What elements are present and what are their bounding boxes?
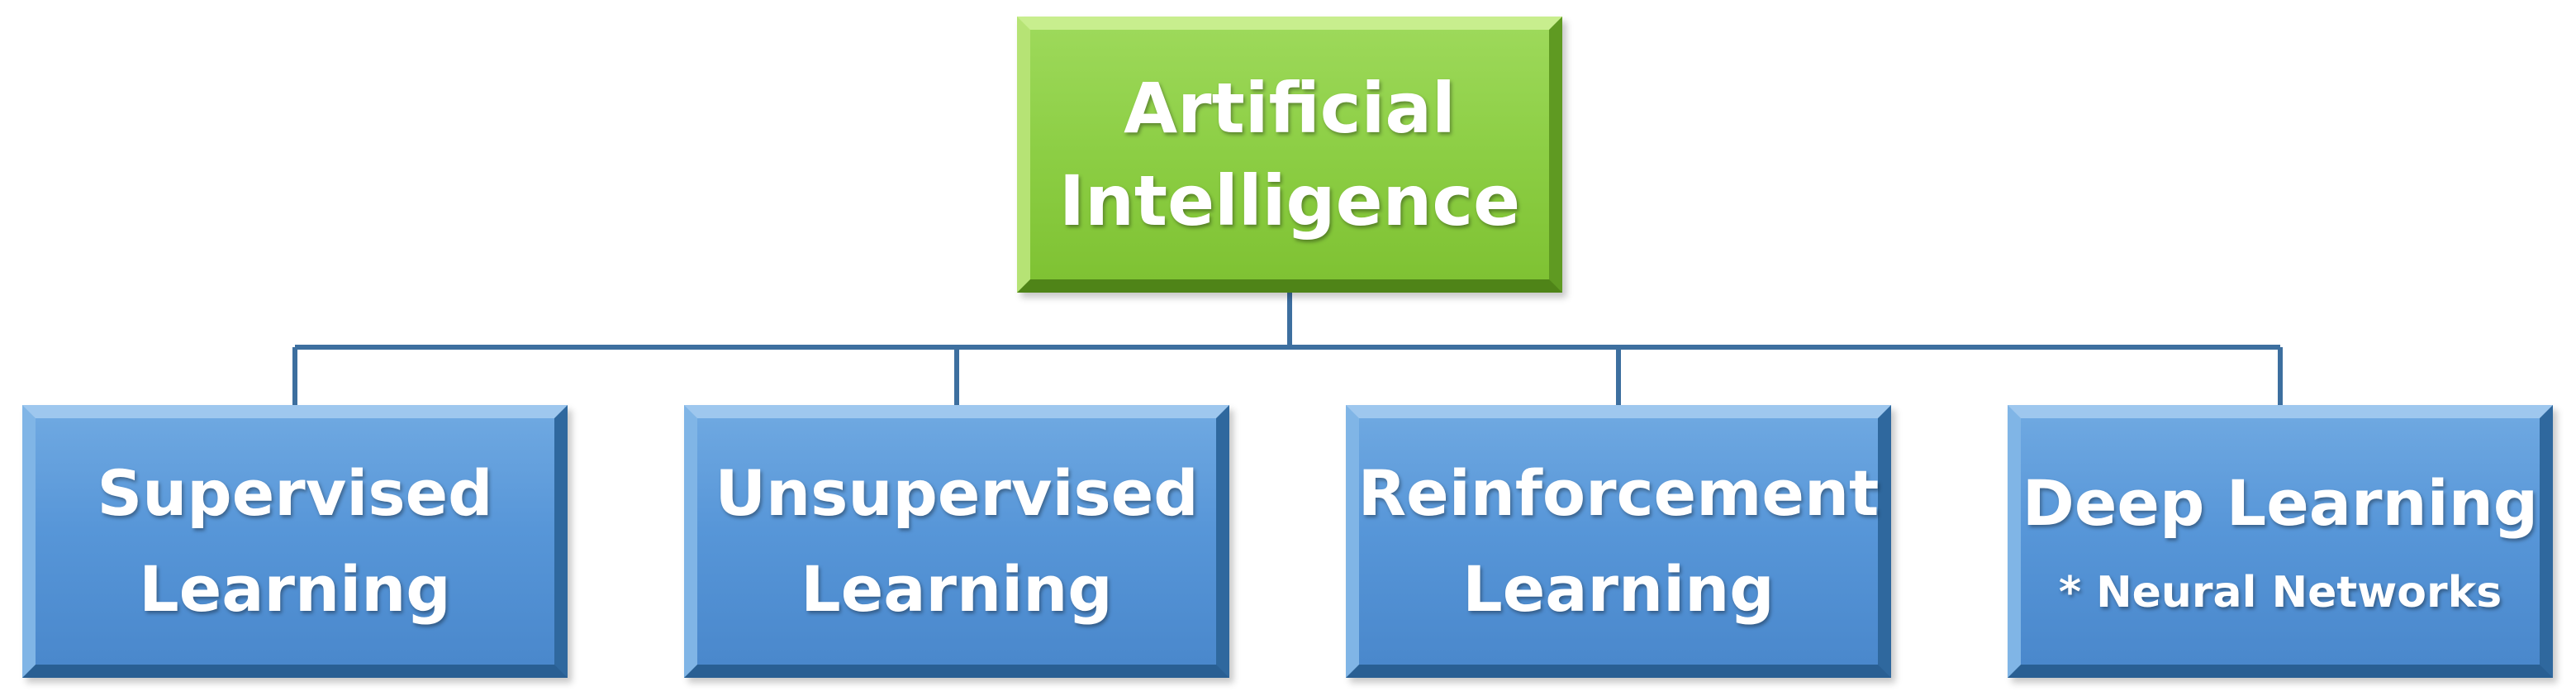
deep-learning-node: Deep Learning * Neural Networks: [2008, 405, 2553, 678]
reinforcement-learning-node: Reinforcement Learning: [1346, 405, 1891, 678]
root-title-line-1: Artificial: [1124, 68, 1456, 149]
supervised-learning-node: Supervised Learning: [22, 405, 568, 678]
reinforcement-title-line-1: Reinforcement: [1357, 456, 1880, 530]
unsupervised-title-line-1: Unsupervised: [715, 456, 1199, 530]
reinforcement-title-line-2: Learning: [1462, 552, 1775, 626]
unsupervised-learning-node: Unsupervised Learning: [684, 405, 1229, 678]
artificial-intelligence-node: Artificial Intelligence: [1017, 17, 1562, 293]
supervised-title-line-1: Supervised: [97, 456, 493, 530]
deep-learning-title: Deep Learning: [2022, 466, 2539, 540]
root-title-line-2: Intelligence: [1058, 160, 1521, 241]
supervised-title-line-2: Learning: [139, 552, 451, 626]
unsupervised-title-line-2: Learning: [801, 552, 1113, 626]
neural-networks-note: * Neural Networks: [2058, 568, 2502, 617]
